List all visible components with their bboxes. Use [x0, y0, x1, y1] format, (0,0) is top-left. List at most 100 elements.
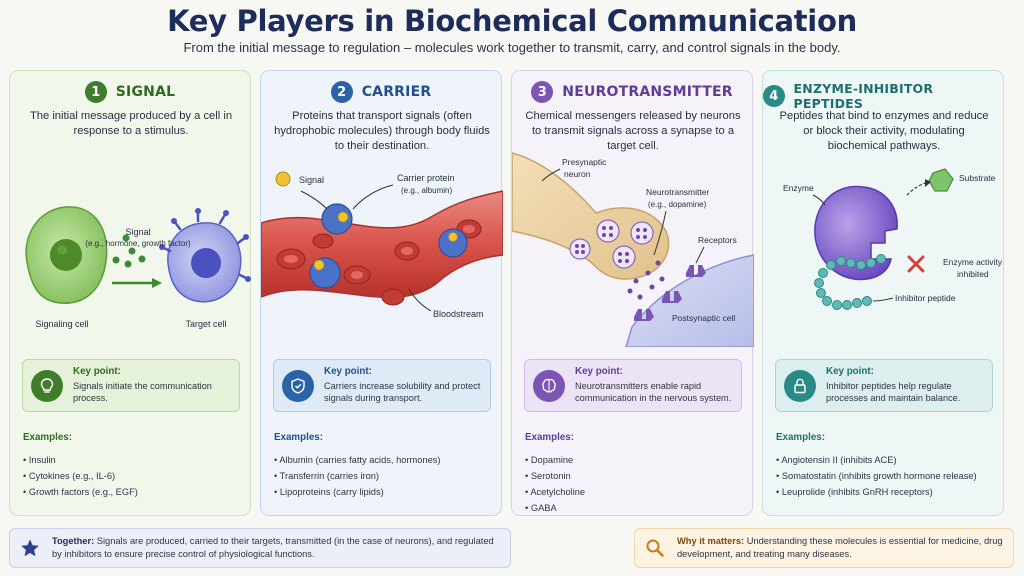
together-content: Together: Signals are produced, carried …	[52, 535, 500, 561]
key-point-text: Neurotransmitters enable rapid communica…	[575, 380, 732, 404]
key-point-box: Key point: Carriers increase solubility …	[273, 359, 491, 412]
label-receptors: Receptors	[698, 235, 737, 245]
examples-label: Examples:	[23, 432, 73, 443]
label-substrate: Substrate	[959, 173, 996, 183]
star-icon	[20, 538, 40, 558]
inhibitor-peptide-chain	[814, 254, 886, 310]
inhibited-x-icon	[907, 255, 925, 273]
why-it-matters-banner: Why it matters: Understanding these mole…	[634, 528, 1014, 568]
key-point-label: Key point:	[324, 366, 372, 378]
card-title: SIGNAL	[115, 84, 176, 100]
card-description: The initial message produced by a cell i…	[29, 110, 233, 137]
list-item: Growth factors (e.g., EGF)	[23, 484, 138, 500]
label-presynaptic-neuron: neuron	[564, 169, 591, 179]
together-banner: Together: Signals are produced, carried …	[9, 528, 511, 568]
step-number-badge: 4	[763, 85, 785, 107]
key-point-text: Carriers increase solubility and protect…	[324, 380, 481, 404]
list-item: Transferrin (carries iron)	[274, 468, 441, 484]
card-title: NEUROTRANSMITTER	[562, 84, 733, 100]
key-point-content: Key point: Inhibitor peptides help regul…	[826, 366, 984, 405]
examples-list: Insulin Cytokines (e.g., IL-6) Growth fa…	[23, 452, 138, 500]
brain-icon	[533, 369, 565, 402]
key-point-text: Signals initiate the communication proce…	[73, 380, 212, 404]
label-signal: Signal	[299, 175, 324, 185]
pointer-arrow	[653, 210, 667, 256]
pointer-arrow	[906, 182, 926, 196]
list-item: GABA	[525, 500, 585, 516]
rbc-centers	[284, 225, 475, 279]
label-carrier-protein: Carrier protein	[397, 173, 455, 183]
pointer-arrow	[812, 194, 826, 206]
list-item: Albumin (carries fatty acids, hormones)	[274, 452, 440, 468]
pointer-arrow	[695, 246, 705, 264]
label-target-cell: Target cell	[185, 319, 226, 329]
synaptic-vesicles	[569, 219, 654, 269]
target-cell-shape	[159, 208, 251, 303]
examples-list: Albumin (carries fatty acids, hormones) …	[274, 452, 441, 500]
pointer-arrow	[408, 288, 432, 312]
lock-icon	[784, 369, 816, 402]
key-point-box: Key point: Inhibitor peptides help regul…	[775, 359, 993, 412]
receptor-icons	[634, 265, 706, 321]
label-signal: Signal	[125, 227, 150, 237]
examples-label: Examples:	[274, 432, 324, 443]
key-point-label: Key point:	[73, 366, 121, 378]
substrate-shape	[928, 168, 954, 192]
key-point-content: Key point: Carriers increase solubility …	[324, 366, 482, 405]
list-item: Somatostatin (inhibits growth hormone re…	[776, 468, 977, 484]
key-point-box: Key point: Signals initiate the communic…	[22, 359, 240, 412]
label-postsynaptic-cell: Postsynaptic cell	[672, 313, 735, 323]
enzyme-shape	[814, 185, 898, 281]
postsynaptic-cell-shape	[625, 254, 754, 347]
key-point-text: Inhibitor peptides help regulate process…	[826, 380, 961, 404]
card-neurotransmitter: 3 NEUROTRANSMITTER Chemical messengers r…	[511, 70, 754, 516]
enzyme-inhibitor-illustration: Enzyme Substrate Enzyme activity inhibit…	[763, 151, 1005, 347]
vesicle-contents	[575, 226, 647, 263]
together-label: Together:	[52, 536, 95, 546]
key-point-content: Key point: Neurotransmitters enable rapi…	[575, 366, 733, 405]
label-enzyme: Enzyme	[783, 183, 814, 193]
card-description: Peptides that bind to enzymes and reduce…	[779, 110, 989, 152]
label-carrier-example: (e.g., albumin)	[401, 186, 452, 195]
step-number-badge: 1	[84, 81, 107, 103]
card-header: 4 ENZYME-INHIBITOR PEPTIDES	[763, 81, 1003, 111]
card-title: CARRIER	[361, 84, 432, 100]
pointer-arrow	[872, 297, 894, 302]
list-item: Leuprolide (inhibits GnRH receptors)	[776, 484, 977, 500]
key-point-label: Key point:	[575, 366, 623, 378]
examples-list: Angiotensin II (inhibits ACE) Somatostat…	[776, 452, 977, 500]
label-neurotransmitter: Neurotransmitter	[646, 187, 709, 197]
signaling-cell-shape	[25, 206, 108, 304]
card-title: ENZYME-INHIBITOR PEPTIDES	[793, 81, 934, 111]
step-number-badge: 2	[330, 81, 353, 103]
label-inhibitor-peptide: Inhibitor peptide	[895, 293, 956, 303]
pointer-arrow	[541, 168, 561, 182]
list-item: Dopamine	[525, 452, 585, 468]
card-carrier: 2 CARRIER Proteins that transport signal…	[260, 70, 503, 516]
label-enzyme-activity: Enzyme activity	[943, 257, 1003, 267]
why-it-matters-label: Why it matters:	[677, 536, 745, 546]
why-it-matters-text: Understanding these molecules is essenti…	[677, 536, 1003, 559]
carrier-proteins	[309, 203, 468, 289]
pointer-arrow	[300, 190, 328, 210]
card-enzyme-inhibitor: 4 ENZYME-INHIBITOR PEPTIDES Peptides tha…	[762, 70, 1004, 516]
label-neurotransmitter-example: (e.g., dopamine)	[648, 200, 707, 209]
why-it-matters-content: Why it matters: Understanding these mole…	[677, 535, 1003, 561]
label-bloodstream: Bloodstream	[433, 309, 484, 319]
signal-molecules	[112, 234, 146, 268]
magnifier-icon	[645, 538, 665, 558]
examples-label: Examples:	[525, 432, 575, 443]
label-signal-examples: (e.g., hormone, growth factor)	[85, 239, 191, 248]
together-text: Signals are produced, carried to their t…	[52, 536, 494, 559]
signal-illustration: Signal (e.g., hormone, growth factor) Si…	[10, 151, 252, 347]
card-header: 3 NEUROTRANSMITTER	[512, 81, 752, 103]
arrow-icon	[112, 278, 162, 288]
list-item: Serotonin	[525, 468, 585, 484]
step-number-badge: 3	[531, 81, 554, 103]
card-description: Chemical messengers released by neurons …	[525, 110, 741, 152]
label-presynaptic: Presynaptic	[562, 157, 607, 167]
list-item: Insulin	[23, 452, 138, 468]
key-point-content: Key point: Signals initiate the communic…	[73, 366, 231, 405]
pointer-arrow	[352, 184, 394, 210]
label-signaling-cell: Signaling cell	[35, 319, 88, 329]
